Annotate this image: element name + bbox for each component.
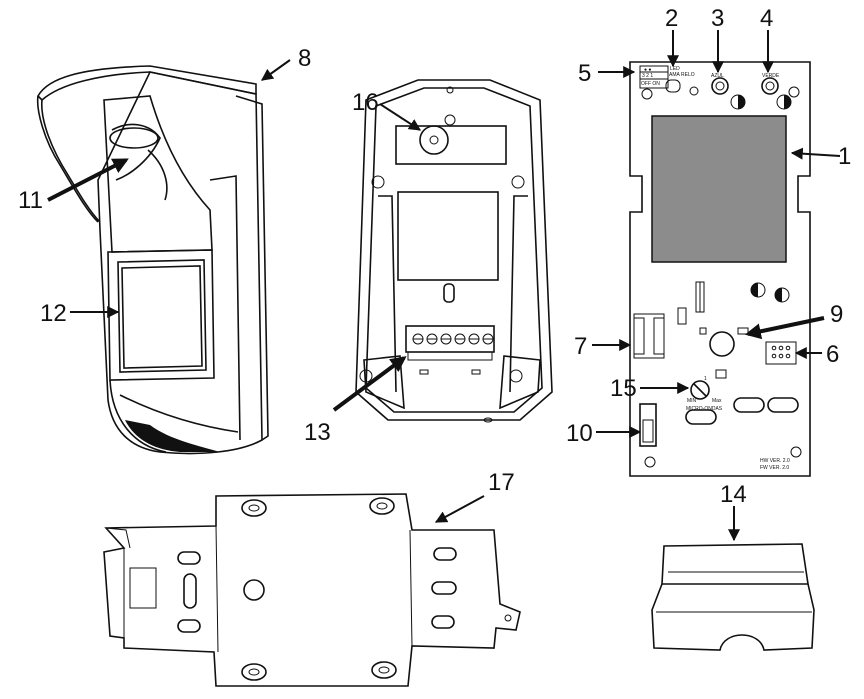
led-switch-label: OFF ON (641, 81, 660, 87)
callout-14: 14 (720, 481, 747, 508)
callout-labels: 1 2 3 4 5 6 7 8 9 10 11 12 13 14 15 16 1… (18, 5, 851, 508)
callout-8: 8 (298, 45, 311, 72)
hw-version: HW VER. 2.0 (760, 458, 790, 464)
callout-6: 6 (826, 341, 839, 368)
micro-ondas-label: MICRO-ONDAS (686, 406, 723, 412)
led-top-row: ● ● (644, 67, 651, 73)
terminal-screws (412, 333, 494, 345)
sensor-front-view (36, 65, 269, 455)
callout-7: 7 (574, 333, 587, 360)
callout-3: 3 (711, 5, 724, 32)
leader-lines (47, 30, 841, 542)
circuit-board-view: ● ● 3 2 1 OFF ON LED AMA RELO AZUL VERDE (629, 61, 811, 477)
bottom-cover-view (651, 543, 815, 651)
verde-label: VERDE (762, 73, 780, 79)
azul-label: AZUL (711, 73, 724, 79)
callout-1: 1 (838, 143, 851, 170)
callout-9: 9 (830, 301, 843, 328)
callout-13: 13 (304, 419, 331, 446)
callout-16: 16 (352, 89, 379, 116)
ama-label-bottom: RELO (681, 72, 695, 78)
pot-max-label: Max (712, 398, 722, 404)
callout-17: 17 (488, 469, 515, 496)
callout-2: 2 (665, 5, 678, 32)
back-housing-view (355, 79, 553, 423)
callout-15: 15 (610, 375, 637, 402)
callout-10: 10 (566, 420, 593, 447)
mounting-bracket-view (103, 493, 521, 687)
fw-version: FW VER. 2.0 (760, 465, 789, 471)
led-numbers: 3 2 1 (642, 73, 653, 79)
pot-min-label: MIN (687, 398, 697, 404)
pot-scale-label: 1 (704, 376, 707, 382)
ama-label-top: AMA (669, 72, 681, 78)
callout-12: 12 (40, 300, 67, 327)
callout-5: 5 (578, 60, 591, 87)
led-header-label: LED (670, 66, 680, 72)
callout-11: 11 (18, 187, 43, 214)
callout-4: 4 (760, 5, 773, 32)
